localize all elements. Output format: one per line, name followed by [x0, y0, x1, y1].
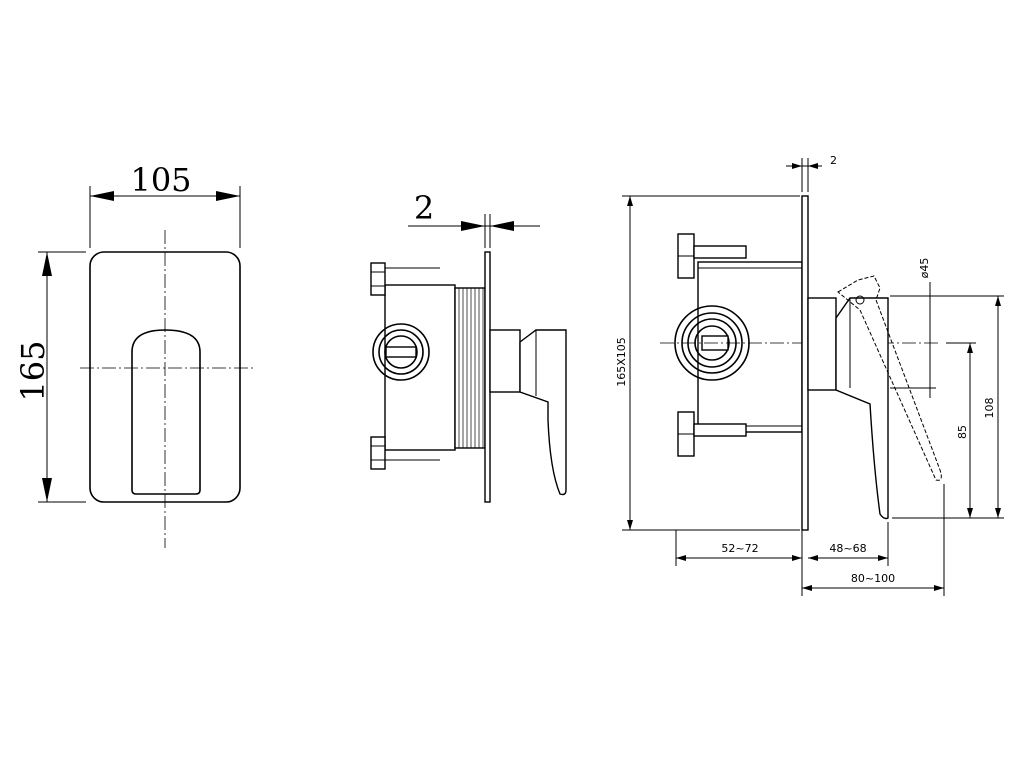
- section-depth-total-arrow-left: [802, 585, 812, 591]
- side-port-inner: [384, 335, 418, 369]
- side-lug-bottom-inner: [370, 445, 386, 461]
- side-plate-arrow-left: [461, 221, 485, 231]
- side-spindle: [489, 329, 521, 393]
- section-view: 2 165X105 ø45 85 108 52~72: [615, 154, 1004, 596]
- front-height-arrow-top: [42, 252, 52, 276]
- section-depth-handle-arrow-right: [878, 555, 888, 561]
- section-height-label: 108: [983, 398, 996, 419]
- section-depth-wall-arrow-left: [676, 555, 686, 561]
- front-view: 105 165: [14, 161, 256, 548]
- front-width-label: 105: [130, 161, 191, 199]
- side-handle: [519, 329, 567, 496]
- side-plate-label: 2: [414, 189, 434, 227]
- front-handle-outline: [131, 329, 201, 495]
- front-width-arrow-right: [216, 191, 240, 201]
- section-depth-handle-arrow-left: [808, 555, 818, 561]
- section-wall-plate: [801, 195, 809, 531]
- front-plate-outline: [89, 251, 241, 503]
- section-lug-bottom-tab: [693, 423, 747, 437]
- section-depth-total-arrow-right: [934, 585, 944, 591]
- section-plate-arrow-left: [792, 163, 802, 169]
- section-depth-wall-label: 52~72: [721, 542, 758, 555]
- section-lug-top-tab: [693, 245, 747, 259]
- side-lug-bottom: [370, 436, 386, 470]
- side-plate-arrow-right: [490, 221, 514, 231]
- section-size-arrow-top: [627, 196, 633, 206]
- section-plate-label: 2: [830, 154, 837, 167]
- section-diameter-label: ø45: [918, 258, 931, 279]
- side-lug-top-inner: [370, 271, 386, 287]
- side-wall-plate: [484, 251, 491, 503]
- section-handle: [835, 297, 889, 520]
- section-inner-arrow-top: [967, 343, 973, 353]
- section-depth-handle-label: 48~68: [829, 542, 866, 555]
- side-port-slot: [385, 346, 417, 358]
- side-lug-top: [370, 262, 386, 296]
- side-view: 2: [370, 189, 567, 503]
- front-width-arrow-left: [90, 191, 114, 201]
- side-thread-lines: [458, 288, 484, 448]
- section-size-arrow-bottom: [627, 520, 633, 530]
- section-depth-total-label: 80~100: [851, 572, 895, 585]
- section-size-label: 165X105: [615, 337, 628, 387]
- section-plate-arrow-right: [808, 163, 818, 169]
- section-inner-label: 85: [956, 425, 969, 439]
- section-height-arrow-bottom: [995, 508, 1001, 518]
- section-inner-arrow-bottom: [967, 508, 973, 518]
- section-depth-wall-arrow-right: [792, 555, 802, 561]
- section-height-arrow-top: [995, 296, 1001, 306]
- side-port-outer: [372, 323, 430, 381]
- side-port-mid: [378, 329, 424, 375]
- section-spindle: [807, 297, 837, 391]
- section-handle-rotated: [837, 275, 942, 481]
- front-height-label: 165: [14, 340, 52, 401]
- front-height-arrow-bottom: [42, 478, 52, 502]
- section-handle-pivot: [855, 295, 865, 305]
- side-thread-sleeve: [454, 287, 486, 449]
